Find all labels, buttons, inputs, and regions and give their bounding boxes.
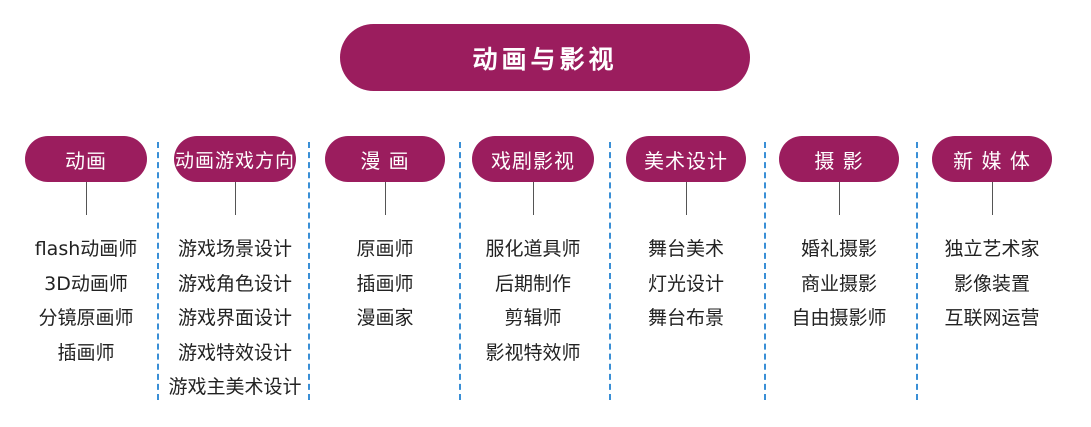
connector-line — [533, 182, 534, 215]
category-column: 动画游戏方向游戏场景设计游戏角色设计游戏界面设计游戏特效设计游戏主美术设计 — [160, 136, 310, 426]
career-item: 原画师 — [356, 238, 414, 260]
career-item: 游戏场景设计 — [177, 238, 292, 260]
category-column: 新 媒 体独立艺术家影像装置互联网运营 — [917, 136, 1067, 426]
career-item: 剪辑师 — [504, 307, 562, 329]
career-item: 影像装置 — [953, 272, 1030, 295]
column-divider — [916, 142, 918, 400]
category-column: 戏剧影视服化道具师后期制作剪辑师影视特效师 — [458, 136, 608, 426]
career-item: 游戏角色设计 — [177, 272, 292, 295]
category-column: 漫 画原画师插画师漫画家 — [310, 136, 460, 426]
career-list: 独立艺术家影像装置互联网运营 — [917, 232, 1067, 336]
career-item: 互联网运营 — [944, 307, 1040, 329]
career-item: 服化道具师 — [485, 238, 581, 260]
career-list: 原画师插画师漫画家 — [310, 232, 460, 336]
column-divider — [764, 142, 766, 400]
career-item: 独立艺术家 — [944, 238, 1040, 260]
category-column: 美术设计舞台美术灯光设计舞台布景 — [611, 136, 761, 426]
column-divider — [609, 142, 611, 400]
category-pill: 动画游戏方向 — [174, 136, 296, 182]
career-item: 游戏特效设计 — [177, 341, 292, 364]
connector-line — [686, 182, 687, 215]
career-item: flash动画师 — [34, 238, 138, 260]
category-column: 动画 flash动画师 3D动画师分镜原画师插画师 — [11, 136, 161, 426]
career-item: 插画师 — [356, 272, 414, 295]
category-pill: 摄 影 — [779, 136, 899, 182]
category-pill: 新 媒 体 — [932, 136, 1052, 182]
column-divider — [308, 142, 310, 400]
category-pill: 美术设计 — [626, 136, 746, 182]
career-item: 灯光设计 — [647, 272, 724, 295]
category-column: 摄 影婚礼摄影商业摄影自由摄影师 — [764, 136, 914, 426]
career-item: 3D动画师 — [44, 272, 128, 295]
category-pill: 戏剧影视 — [472, 136, 594, 182]
category-pill: 动画 — [25, 136, 147, 182]
career-item: 商业摄影 — [800, 272, 877, 295]
career-item: 舞台美术 — [647, 238, 724, 260]
connector-line — [992, 182, 993, 215]
career-list: 服化道具师后期制作剪辑师影视特效师 — [458, 232, 608, 370]
career-list: 婚礼摄影商业摄影自由摄影师 — [764, 232, 914, 336]
career-item: 后期制作 — [494, 272, 571, 295]
connector-line — [86, 182, 87, 215]
column-divider — [157, 142, 159, 400]
career-list: flash动画师 3D动画师分镜原画师插画师 — [11, 232, 161, 370]
career-item: 舞台布景 — [647, 307, 724, 329]
connector-line — [235, 182, 236, 215]
root-node: 动画与影视 — [340, 24, 750, 91]
career-item: 漫画家 — [356, 307, 414, 329]
career-item: 分镜原画师 — [38, 307, 134, 329]
career-item: 自由摄影师 — [791, 307, 887, 329]
career-item: 影视特效师 — [485, 341, 581, 364]
career-list: 舞台美术灯光设计舞台布景 — [611, 232, 761, 336]
career-item: 婚礼摄影 — [800, 238, 877, 260]
career-item: 游戏主美术设计 — [168, 376, 302, 398]
career-list: 游戏场景设计游戏角色设计游戏界面设计游戏特效设计游戏主美术设计 — [160, 232, 310, 405]
column-divider — [459, 142, 461, 400]
category-pill: 漫 画 — [325, 136, 445, 182]
connector-line — [839, 182, 840, 215]
career-item: 插画师 — [57, 341, 115, 364]
connector-line — [385, 182, 386, 215]
career-item: 游戏界面设计 — [177, 307, 292, 329]
